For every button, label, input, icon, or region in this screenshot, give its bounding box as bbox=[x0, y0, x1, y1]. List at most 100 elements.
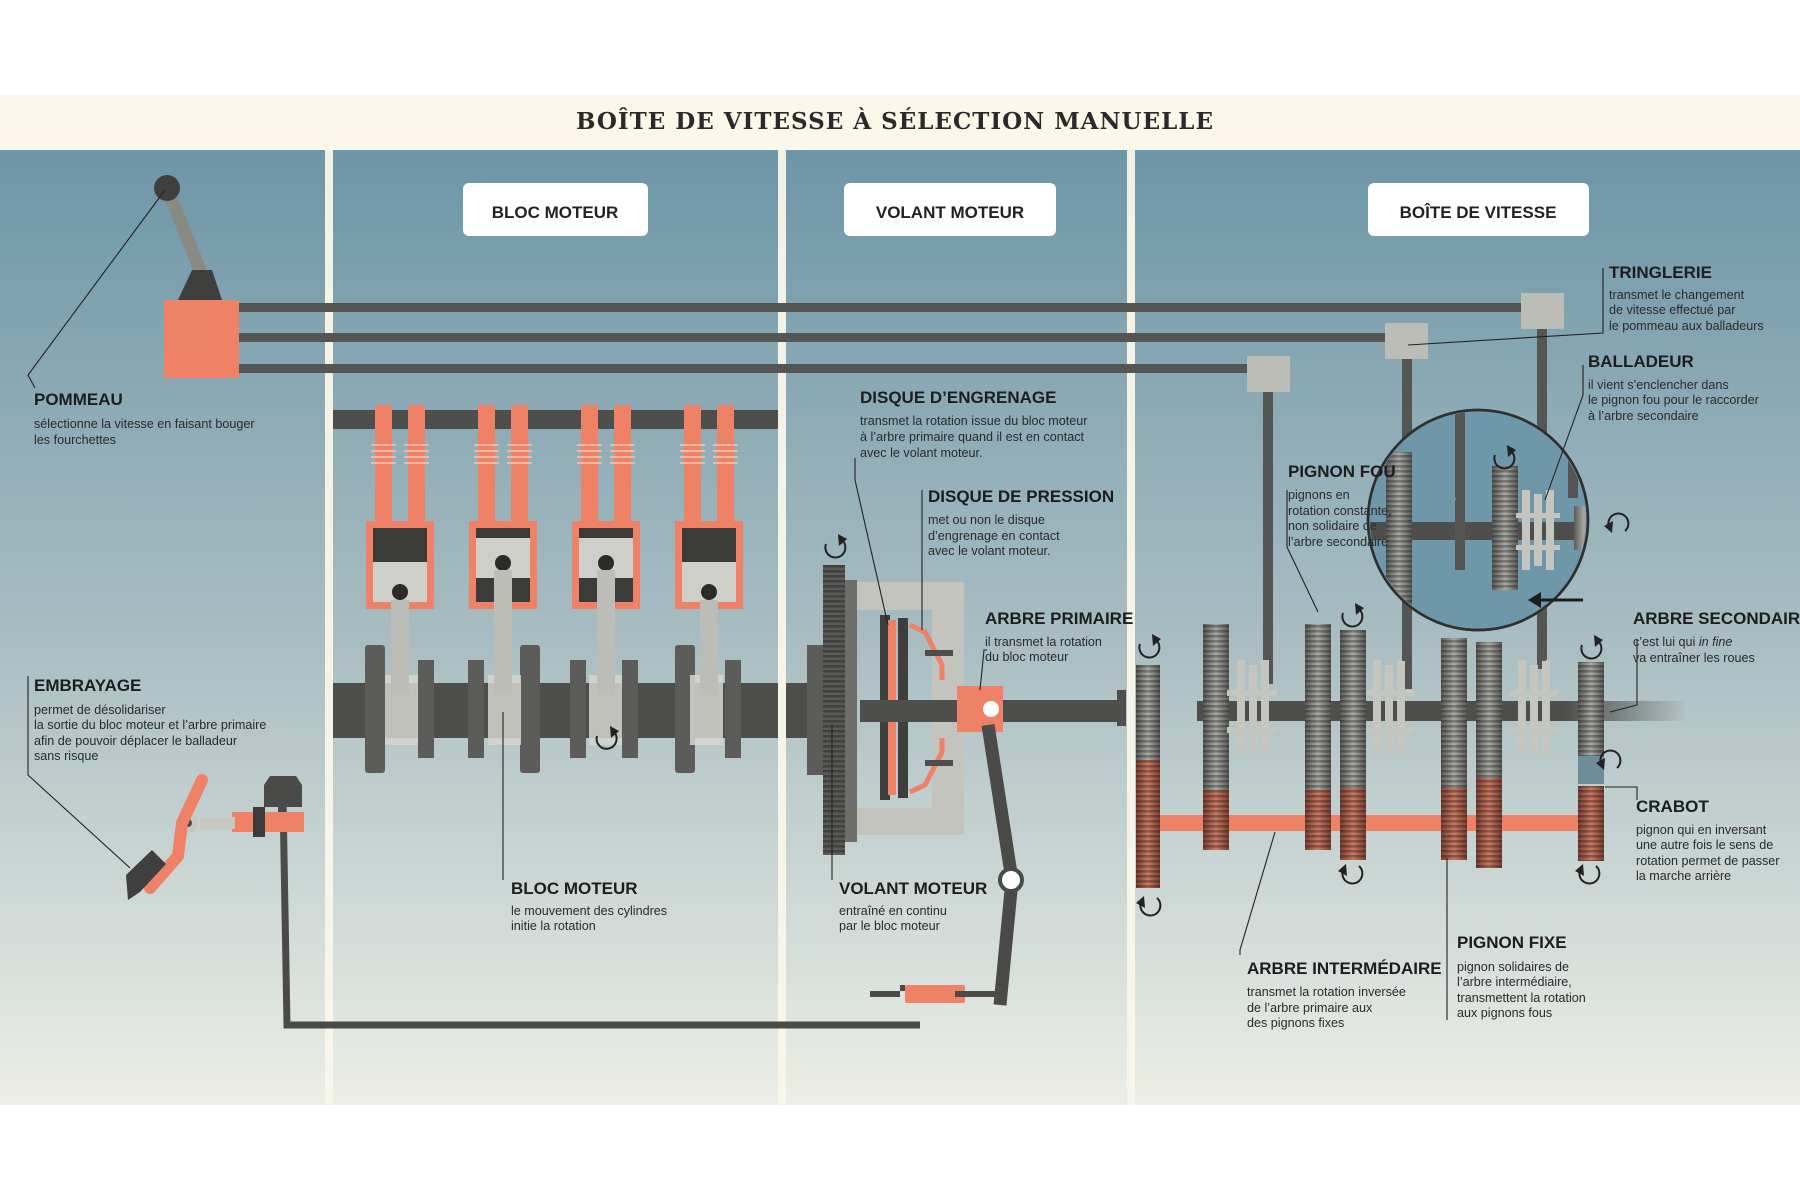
idler-gear bbox=[1476, 642, 1502, 788]
label-text: pignon solidaires de bbox=[1457, 960, 1569, 974]
idler-gear bbox=[1441, 638, 1467, 788]
label-text: permet de désolidariser bbox=[34, 703, 166, 717]
idler-gear bbox=[1305, 624, 1331, 794]
label-text-italic: in fine bbox=[1699, 635, 1733, 649]
engine-block bbox=[333, 405, 778, 773]
synchro-hub bbox=[1366, 660, 1414, 756]
rotation-arrow-icon bbox=[595, 726, 619, 750]
cylinder bbox=[572, 405, 640, 695]
label-crabot: CRABOT pignon qui en inversant une autre… bbox=[1636, 797, 1780, 883]
label-text: le mouvement des cylindres bbox=[511, 904, 667, 918]
rotation-arrow-icon bbox=[1138, 634, 1161, 659]
cylinder bbox=[675, 405, 743, 695]
cylinder bbox=[366, 405, 434, 695]
label-text: par le bloc moteur bbox=[839, 919, 940, 933]
label-heading: ARBRE INTERMÉDAIRE bbox=[1247, 959, 1442, 978]
label-text: de vitesse effectué par bbox=[1609, 303, 1736, 317]
gearbox bbox=[1136, 329, 1687, 917]
rotation-arrow-icon bbox=[824, 534, 847, 559]
separator-strip bbox=[325, 150, 333, 1105]
label-text: transmet le changement bbox=[1609, 288, 1745, 302]
clutch-pedal bbox=[126, 774, 1000, 1029]
label-heading: DISQUE DE PRESSION bbox=[928, 487, 1114, 506]
label-heading: CRABOT bbox=[1636, 797, 1709, 816]
label-heading: POMMEAU bbox=[34, 390, 123, 409]
label-text: il transmet la rotation bbox=[985, 635, 1102, 649]
label-heading: ARBRE SECONDAIRE bbox=[1633, 609, 1800, 628]
rotation-arrow-icon bbox=[1604, 512, 1630, 533]
label-embrayage: EMBRAYAGE permet de désolidariser la sor… bbox=[34, 676, 266, 763]
section-label: BOÎTE DE VITESSE bbox=[1400, 203, 1557, 222]
label-heading: TRINGLERIE bbox=[1609, 263, 1712, 282]
label-heading: BLOC MOTEUR bbox=[511, 879, 638, 898]
label-text: la sortie du bloc moteur et l’arbre prim… bbox=[34, 718, 266, 732]
label-heading: DISQUE D’ENGRENAGE bbox=[860, 388, 1056, 407]
section-pill-bloc-moteur: BLOC MOTEUR bbox=[463, 183, 648, 236]
separator-strip bbox=[1127, 150, 1135, 1105]
shifter-knob bbox=[154, 175, 180, 201]
clutch-housing bbox=[857, 582, 964, 835]
camshaft bbox=[333, 410, 778, 429]
label-pignon-fou: PIGNON FOU pignons en rotation constante… bbox=[1288, 462, 1396, 549]
title-band bbox=[0, 95, 1800, 150]
section-label: BLOC MOTEUR bbox=[492, 203, 619, 222]
label-text: d’engrenage en contact bbox=[928, 529, 1060, 543]
gear-shifter bbox=[154, 175, 239, 378]
label-heading: VOLANT MOTEUR bbox=[839, 879, 987, 898]
label-heading: BALLADEUR bbox=[1588, 352, 1694, 371]
label-arbre-secondaire: ARBRE SECONDAIRE c’est lui qui in fine v… bbox=[1633, 609, 1800, 665]
label-text: sélectionne la vitesse en faisant bouger bbox=[34, 417, 255, 431]
label-text: le pommeau aux balladeurs bbox=[1609, 319, 1764, 333]
label-volant-moteur: VOLANT MOTEUR entraîné en continu par le… bbox=[839, 879, 987, 933]
label-text: aux pignons fous bbox=[1457, 1006, 1552, 1020]
label-text-part: c’est lui qui bbox=[1633, 635, 1699, 649]
intermediate-shaft bbox=[1160, 815, 1580, 831]
label-balladeur: BALLADEUR il vient s’enclencher dans le … bbox=[1588, 352, 1759, 423]
rotation-arrow-icon bbox=[1338, 864, 1364, 885]
shifter-base bbox=[164, 300, 239, 378]
rotation-arrow-icon bbox=[1493, 445, 1516, 470]
label-text: avec le volant moteur. bbox=[860, 446, 983, 460]
synchro-hub bbox=[1510, 660, 1558, 756]
label-text: avec le volant moteur. bbox=[928, 544, 1051, 558]
label-text: de l’arbre primaire aux bbox=[1247, 1001, 1373, 1015]
rotation-arrow-icon bbox=[1580, 635, 1603, 660]
label-text: une autre fois le sens de bbox=[1636, 838, 1773, 852]
label-arbre-intermediaire: ARBRE INTERMÉDAIRE transmet la rotation … bbox=[1247, 959, 1442, 1030]
label-text: le pignon fou pour le raccorder bbox=[1588, 393, 1759, 407]
label-text: à l’arbre secondaire bbox=[1588, 409, 1699, 423]
section-label: VOLANT MOTEUR bbox=[876, 203, 1024, 222]
balladeur-zoom bbox=[1366, 408, 1630, 632]
leader-lines bbox=[27, 189, 1638, 1020]
idler-gear bbox=[1578, 662, 1604, 760]
rotation-arrow-icon bbox=[1596, 749, 1622, 770]
label-text: afin de pouvoir déplacer le balladeur bbox=[34, 734, 237, 748]
label-text: la marche arrière bbox=[1636, 869, 1731, 883]
label-tringlerie: TRINGLERIE transmet le changement de vit… bbox=[1609, 263, 1764, 333]
label-text: initie la rotation bbox=[511, 919, 596, 933]
label-text: du bloc moteur bbox=[985, 650, 1068, 664]
rotation-arrow-icon bbox=[1136, 896, 1162, 917]
label-text: va entraîner les roues bbox=[1633, 651, 1755, 665]
label-text: transmettent la rotation bbox=[1457, 991, 1586, 1005]
label-text: rotation permet de passer bbox=[1636, 854, 1780, 868]
rotation-arrow-icon bbox=[1341, 603, 1364, 628]
label-heading: PIGNON FOU bbox=[1288, 462, 1396, 481]
section-pill-volant-moteur: VOLANT MOTEUR bbox=[844, 183, 1056, 236]
separator-strip bbox=[778, 150, 786, 1105]
label-text: il vient s’enclencher dans bbox=[1588, 378, 1729, 392]
label-text: à l’arbre primaire quand il est en conta… bbox=[860, 430, 1085, 444]
synchro-hub bbox=[1227, 660, 1277, 756]
label-text: des pignons fixes bbox=[1247, 1016, 1344, 1030]
label-disque-pression: DISQUE DE PRESSION met ou non le disque … bbox=[928, 487, 1114, 558]
label-text: l’arbre secondaire bbox=[1288, 535, 1388, 549]
label-bloc-moteur: BLOC MOTEUR le mouvement des cylindres i… bbox=[511, 879, 667, 933]
label-heading: EMBRAYAGE bbox=[34, 676, 141, 695]
label-text: transmet la rotation issue du bloc moteu… bbox=[860, 414, 1088, 428]
flywheel-clutch bbox=[786, 534, 1126, 1006]
label-text: met ou non le disque bbox=[928, 513, 1045, 527]
label-text: transmet la rotation inversée bbox=[1247, 985, 1406, 999]
label-heading: ARBRE PRIMAIRE bbox=[985, 609, 1133, 628]
